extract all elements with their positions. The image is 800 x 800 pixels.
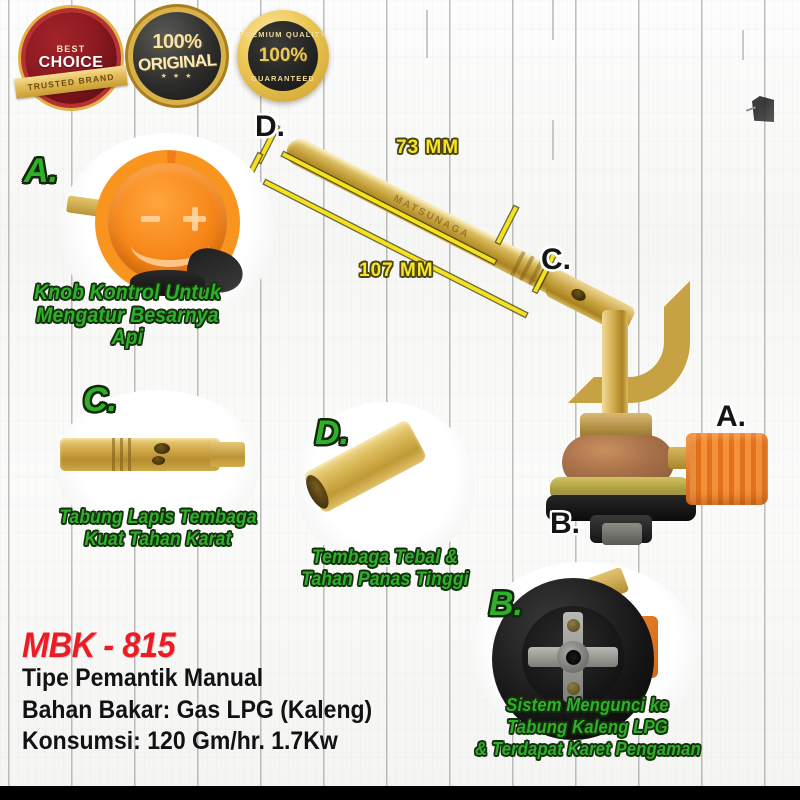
product-spec-line-2: Bahan Bakar: Gas LPG (Kaleng)	[22, 695, 373, 724]
badge-original: 100% ORIGINAL ★ ★ ★	[133, 12, 221, 100]
callout-copper-tube-illustration	[60, 430, 245, 478]
callout-caption-locking-line1: Sistem Mengunci ke	[506, 695, 669, 715]
badge-original-top-text: 100%	[152, 31, 202, 53]
knob-arc-groove	[131, 222, 209, 267]
product-control-knob	[690, 433, 768, 505]
callout-caption-copper-line1: Tabung Lapis Tembaga	[59, 507, 257, 528]
product-spec-block: MBK - 815 Tipe Pemantik Manual Bahan Bak…	[22, 628, 442, 758]
product-label-a: A.	[716, 400, 746, 433]
watermark-logo	[752, 96, 774, 122]
callout-locking-illustration	[492, 566, 658, 740]
badge-best-choice-main-text: CHOICE	[38, 54, 104, 71]
locking-cross-plate	[526, 610, 620, 704]
callout-knob-illustration	[66, 150, 248, 299]
main-torch-product-photo: MATSUNAGA	[250, 95, 800, 565]
callout-letter-c: C.	[83, 381, 117, 419]
callout-caption-thick-line2: Tahan Panas Tinggi	[301, 569, 469, 590]
copper-tube-hole	[152, 456, 165, 465]
callout-letter-d: D.	[315, 414, 349, 452]
knob-plus-mark-icon	[191, 207, 198, 231]
badge-premium-quality: PREMIUM QUALITY 100% GUARANTEED	[233, 6, 333, 106]
badge-premium-percent-text: 100%	[258, 45, 308, 66]
badge-best-choice: BEST CHOICE TRUSTED BRAND	[14, 12, 128, 104]
callout-caption-knob-line1: Knob Kontrol Untuk	[34, 281, 221, 304]
plank-knot	[552, 0, 554, 40]
copper-tube-tip	[210, 442, 245, 467]
locking-screw	[567, 619, 580, 632]
product-label-c: C.	[541, 243, 571, 276]
badge-premium-arc-top-text: PREMIUM QUALITY	[239, 30, 327, 39]
plank-knot	[552, 120, 554, 160]
measurement-label-73mm: 73 MM	[396, 137, 460, 158]
callout-caption-locking-line2: Tabung Kaleng LPG	[507, 717, 668, 737]
callout-caption-copper-line2: Kuat Tahan Karat	[84, 529, 232, 550]
torch-bend-elbow	[568, 281, 690, 403]
copper-tube-rib	[112, 438, 115, 471]
locking-bore	[566, 650, 581, 665]
callout-caption-knob-line2: Mengatur Besarnya Api	[36, 304, 219, 350]
product-label-b: B.	[550, 507, 580, 540]
copper-tube-rib	[120, 438, 123, 471]
valve-lock-nut-inner	[602, 523, 642, 545]
torch-vertical-neck	[602, 310, 628, 420]
callout-letter-b: B.	[489, 585, 523, 623]
product-spec-line-3: Konsumsi: 120 Gm/hr. 1.7Kw	[22, 727, 338, 755]
measurement-label-107mm: 107 MM	[359, 260, 434, 281]
valve-body	[562, 435, 674, 485]
bottom-black-bar	[0, 786, 800, 800]
knob-minus-mark-icon	[141, 216, 160, 222]
copper-tube-rib	[128, 438, 131, 471]
badge-premium-inner-ring	[248, 21, 318, 91]
copper-tube-hole	[154, 443, 170, 454]
copper-tube-body	[60, 438, 220, 471]
product-label-d: D.	[255, 110, 285, 143]
callout-caption-locking-line3: & Terdapat Karet Pengaman	[475, 739, 701, 759]
callout-letter-a: A.	[24, 152, 58, 190]
callout-caption-thick-line1: Tembaga Tebal &	[311, 547, 459, 568]
product-spec-line-1: Tipe Pemantik Manual	[22, 664, 264, 692]
badge-original-stars: ★ ★ ★	[160, 73, 194, 80]
locking-screw	[567, 682, 580, 695]
badge-best-choice-top-text: BEST	[56, 44, 86, 54]
plank-knot	[426, 10, 428, 58]
product-model-number: MBK - 815	[22, 626, 176, 665]
badge-original-main-text: ORIGINAL	[137, 50, 217, 75]
plank-knot	[742, 30, 744, 60]
knob-black-base	[130, 270, 205, 296]
badge-premium-arc-bottom-text: GUARANTEED	[251, 74, 315, 83]
